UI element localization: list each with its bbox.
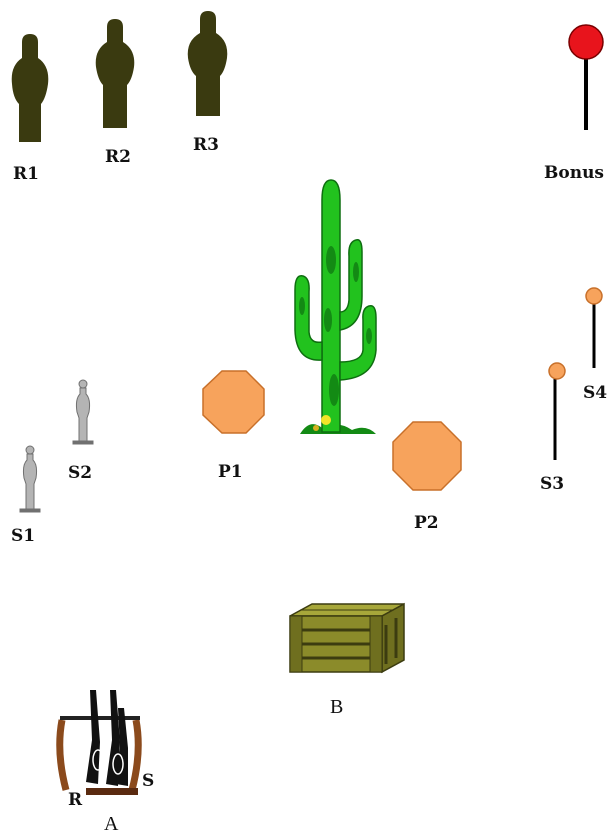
- label-s4: S4: [583, 383, 607, 403]
- label-s1: S1: [11, 526, 35, 546]
- silhouette-target-icon: [187, 11, 228, 116]
- rifle-target-r2: R2: [95, 19, 135, 167]
- popper-target-s3: S3: [540, 362, 566, 494]
- label-p2: P2: [414, 513, 439, 533]
- plate-target-p2: P2: [392, 421, 462, 533]
- label-rack-s: S: [142, 771, 154, 791]
- label-r2: R2: [105, 147, 131, 167]
- orange-popper-icon: [548, 362, 566, 460]
- label-p1: P1: [218, 462, 243, 482]
- rifle-target-r3: R3: [187, 11, 228, 155]
- red-popper-icon: [568, 24, 604, 130]
- popper-target-s4: S4: [583, 287, 607, 403]
- silhouette-target-icon: [95, 19, 135, 128]
- gray-silhouette-icon: [19, 445, 41, 513]
- gray-silhouette-icon: [72, 379, 94, 445]
- label-crate-b: B: [330, 696, 343, 718]
- plate-target-p1: P1: [202, 370, 265, 482]
- orange-popper-icon: [585, 287, 603, 368]
- rifle-target-r1: R1: [11, 34, 49, 184]
- wooden-crate-icon: [289, 602, 405, 674]
- label-rack-a: A: [104, 813, 119, 834]
- bonus-target: Bonus: [544, 24, 604, 183]
- octagon-plate-icon: [392, 421, 462, 491]
- label-s2: S2: [68, 463, 92, 483]
- crate-b: B: [289, 602, 405, 718]
- octagon-plate-icon: [202, 370, 265, 434]
- label-bonus: Bonus: [544, 163, 604, 183]
- label-r3: R3: [193, 135, 219, 155]
- label-r1: R1: [13, 164, 39, 184]
- label-rack-r: R: [68, 790, 83, 810]
- label-s3: S3: [540, 474, 564, 494]
- gun-rack-a: R S A: [56, 690, 154, 834]
- pistol-target-s2: S2: [68, 379, 94, 483]
- gun-rack-icon: [56, 690, 142, 795]
- cactus-icon: [294, 179, 377, 434]
- pistol-target-s1: S1: [11, 445, 41, 546]
- silhouette-target-icon: [11, 34, 49, 142]
